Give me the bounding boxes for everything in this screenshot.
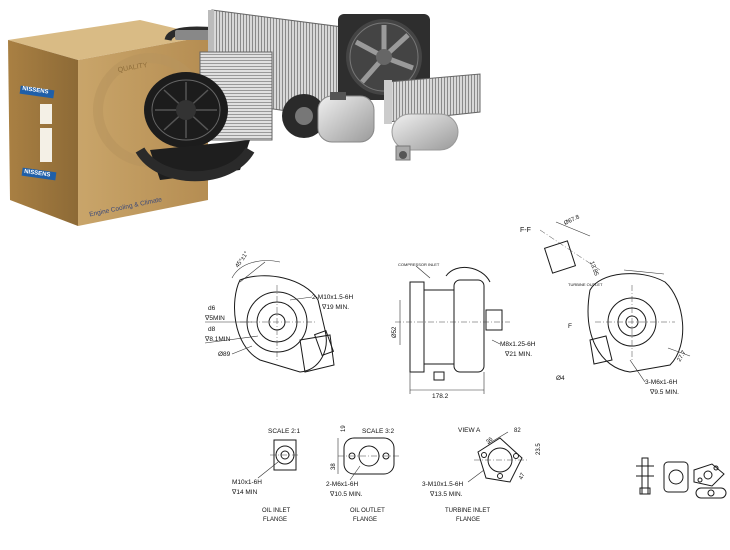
turbine-inlet-title: TURBINE INLET bbox=[445, 508, 490, 514]
turbo-technical-drawing: F-F Ø67.8 13.85 45°±1° 2-M10x1.5-6H ∇19 … bbox=[204, 214, 727, 523]
oil-inlet-title: OIL INLET bbox=[262, 508, 290, 514]
d8-label: d8 bbox=[208, 326, 216, 333]
oil-inlet-title-2: FLANGE bbox=[263, 517, 287, 523]
stud-depth: ∇21 MIN. bbox=[504, 350, 532, 358]
stud-label: M8x1.25-6H bbox=[500, 341, 536, 348]
turbo-left-view: 45°±1° 2-M10x1.5-6H ∇19 MIN. d6 ∇5MIN d8… bbox=[204, 250, 353, 373]
oil-outlet-title: OIL OUTLET bbox=[350, 508, 385, 514]
dim-13-85: 13.85 bbox=[588, 261, 599, 278]
dim-27-7: 27.7 bbox=[677, 349, 688, 363]
blower-motor bbox=[135, 72, 255, 182]
box-brand-side-label: NISSENS bbox=[24, 169, 51, 179]
heater-core bbox=[384, 73, 481, 124]
d6-value: ∇5MIN bbox=[204, 314, 225, 322]
turbine-inlet-depth: ∇13.5 MIN. bbox=[429, 490, 463, 498]
right-d4: Ø4 bbox=[556, 375, 565, 382]
oil-inlet-flange: SCALE 2:1 M10x1-6H ∇14 MIN OIL INLET FLA… bbox=[231, 428, 301, 523]
turbo-middle-view: COMPRESSOR INLET 178.2 Ø52 M8x1.25-6H ∇2… bbox=[392, 262, 536, 400]
box-brand-label: NISSENS bbox=[22, 86, 49, 96]
oil-inlet-depth: ∇14 MIN bbox=[231, 488, 258, 496]
view-a-label: VIEW A bbox=[458, 427, 481, 434]
dim-47: 47 bbox=[518, 472, 527, 481]
dim-23-5: 23.5 bbox=[536, 443, 542, 455]
d6-label: d6 bbox=[208, 305, 216, 312]
compressor-label: COMPRESSOR INLET bbox=[398, 262, 440, 267]
dim-36: 36 bbox=[485, 436, 494, 445]
product-photo: NISSENS NISSENS QUALITY Engine Cooling &… bbox=[8, 9, 481, 226]
oil-outlet-depth: ∇10.5 MIN. bbox=[329, 490, 363, 498]
height-dim: Ø52 bbox=[392, 326, 398, 338]
receiver-drier bbox=[391, 113, 459, 161]
oil-outlet-scale: SCALE 3:2 bbox=[362, 428, 395, 435]
oil-outlet-flange: SCALE 3:2 38 19 2-M6x1-6H ∇10.5 MIN. OIL… bbox=[326, 425, 400, 523]
dim-19: 19 bbox=[341, 425, 347, 432]
ac-compressor bbox=[282, 92, 375, 143]
turbine-label: TURBINE OUTLET bbox=[568, 282, 603, 287]
fitting-parts bbox=[636, 457, 727, 499]
left-thread-depth: ∇19 MIN. bbox=[321, 303, 349, 311]
dim-82: 82 bbox=[514, 428, 521, 434]
dim-67-8: Ø67.8 bbox=[563, 214, 581, 227]
turbine-inlet-flange: VIEW A 36 82 23.5 47 3-M10x1.5-6H ∇13.5 … bbox=[422, 427, 542, 523]
oil-inlet-thread: M10x1-6H bbox=[232, 479, 262, 486]
turbine-inlet-thread: 3-M10x1.5-6H bbox=[422, 481, 463, 488]
d89-label: Ø89 bbox=[218, 351, 231, 358]
oil-outlet-title-2: FLANGE bbox=[353, 517, 377, 523]
section-ff-view: F-F Ø67.8 13.85 bbox=[520, 214, 601, 278]
turbine-inlet-title-2: FLANGE bbox=[456, 517, 480, 523]
d8-value: ∇8.1MIN bbox=[204, 335, 231, 343]
cooling-fan bbox=[338, 14, 430, 100]
right-f-label: F bbox=[568, 323, 572, 330]
width-dim: 178.2 bbox=[432, 393, 449, 400]
left-thread: 2-M10x1.5-6H bbox=[312, 294, 353, 301]
turbo-right-view: TURBINE OUTLET F 27.7 3-M6x1-6H ∇9.5 MIN… bbox=[556, 269, 691, 396]
right-thread-depth: ∇9.5 MIN. bbox=[649, 388, 679, 396]
right-thread: 3-M6x1-6H bbox=[645, 379, 677, 386]
section-label: F-F bbox=[520, 227, 531, 234]
oil-outlet-thread: 2-M6x1-6H bbox=[326, 481, 358, 488]
dim-38: 38 bbox=[331, 463, 337, 470]
oil-inlet-scale: SCALE 2:1 bbox=[268, 428, 301, 435]
